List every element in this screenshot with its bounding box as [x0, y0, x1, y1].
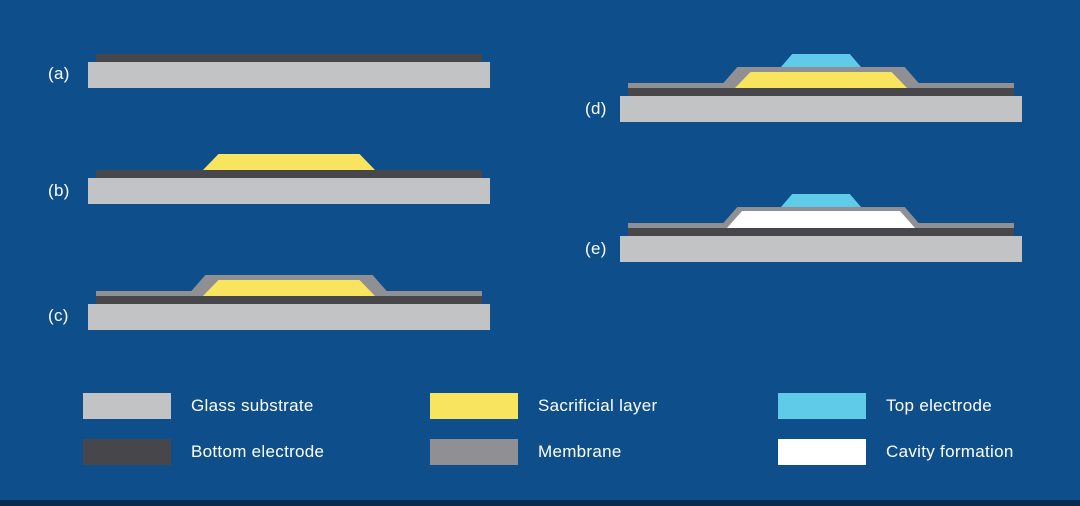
legend-label: Sacrificial layer [538, 396, 658, 415]
legend-label: Bottom electrode [191, 442, 325, 461]
step-label-d: (d) [585, 99, 607, 118]
top-electrode-swatch [778, 393, 866, 419]
glass-substrate-layer [620, 236, 1022, 262]
legend-label: Cavity formation [886, 442, 1014, 461]
glass-substrate-layer [88, 178, 490, 204]
bottom-electrode-layer [628, 88, 1014, 96]
step-label-e: (e) [585, 239, 607, 258]
legend-item-membrane: Membrane [430, 439, 622, 465]
legend-label: Top electrode [886, 396, 992, 415]
bottom-electrode-layer [96, 170, 482, 178]
legend-label: Membrane [538, 442, 622, 461]
step-label-a: (a) [48, 64, 70, 83]
legend-label: Glass substrate [191, 396, 314, 415]
process-step-e [620, 194, 1022, 262]
step-label-c: (c) [48, 306, 69, 325]
step-label-b: (b) [48, 181, 70, 200]
legend-item-glass-substrate: Glass substrate [83, 393, 314, 419]
cavity-formation-swatch [778, 439, 866, 465]
glass-substrate-swatch [83, 393, 171, 419]
bottom-electrode-layer [96, 54, 482, 62]
legend-item-cavity-formation: Cavity formation [778, 439, 1014, 465]
bottom-electrode-layer [96, 296, 482, 304]
sacrificial-layer-swatch [430, 393, 518, 419]
sacrificial-layer [735, 72, 907, 88]
top-electrode-layer [781, 194, 861, 207]
process-step-d [620, 54, 1022, 122]
process-step-c [88, 275, 490, 330]
glass-substrate-layer [620, 96, 1022, 122]
legend-item-bottom-electrode: Bottom electrode [83, 439, 324, 465]
legend-item-sacrificial-layer: Sacrificial layer [430, 393, 657, 419]
bottom-electrode-layer [628, 228, 1014, 236]
top-electrode-layer [781, 54, 861, 67]
process-step-a [88, 54, 490, 88]
process-step-b [88, 154, 490, 204]
cavity-layer [727, 211, 915, 228]
membrane-swatch [430, 439, 518, 465]
glass-substrate-layer [88, 304, 490, 330]
legend-item-top-electrode: Top electrode [778, 393, 992, 419]
glass-substrate-layer [88, 62, 490, 88]
sacrificial-layer [203, 280, 375, 296]
sacrificial-layer [203, 154, 375, 170]
footer-bar [0, 500, 1080, 506]
bottom-electrode-swatch [83, 439, 171, 465]
